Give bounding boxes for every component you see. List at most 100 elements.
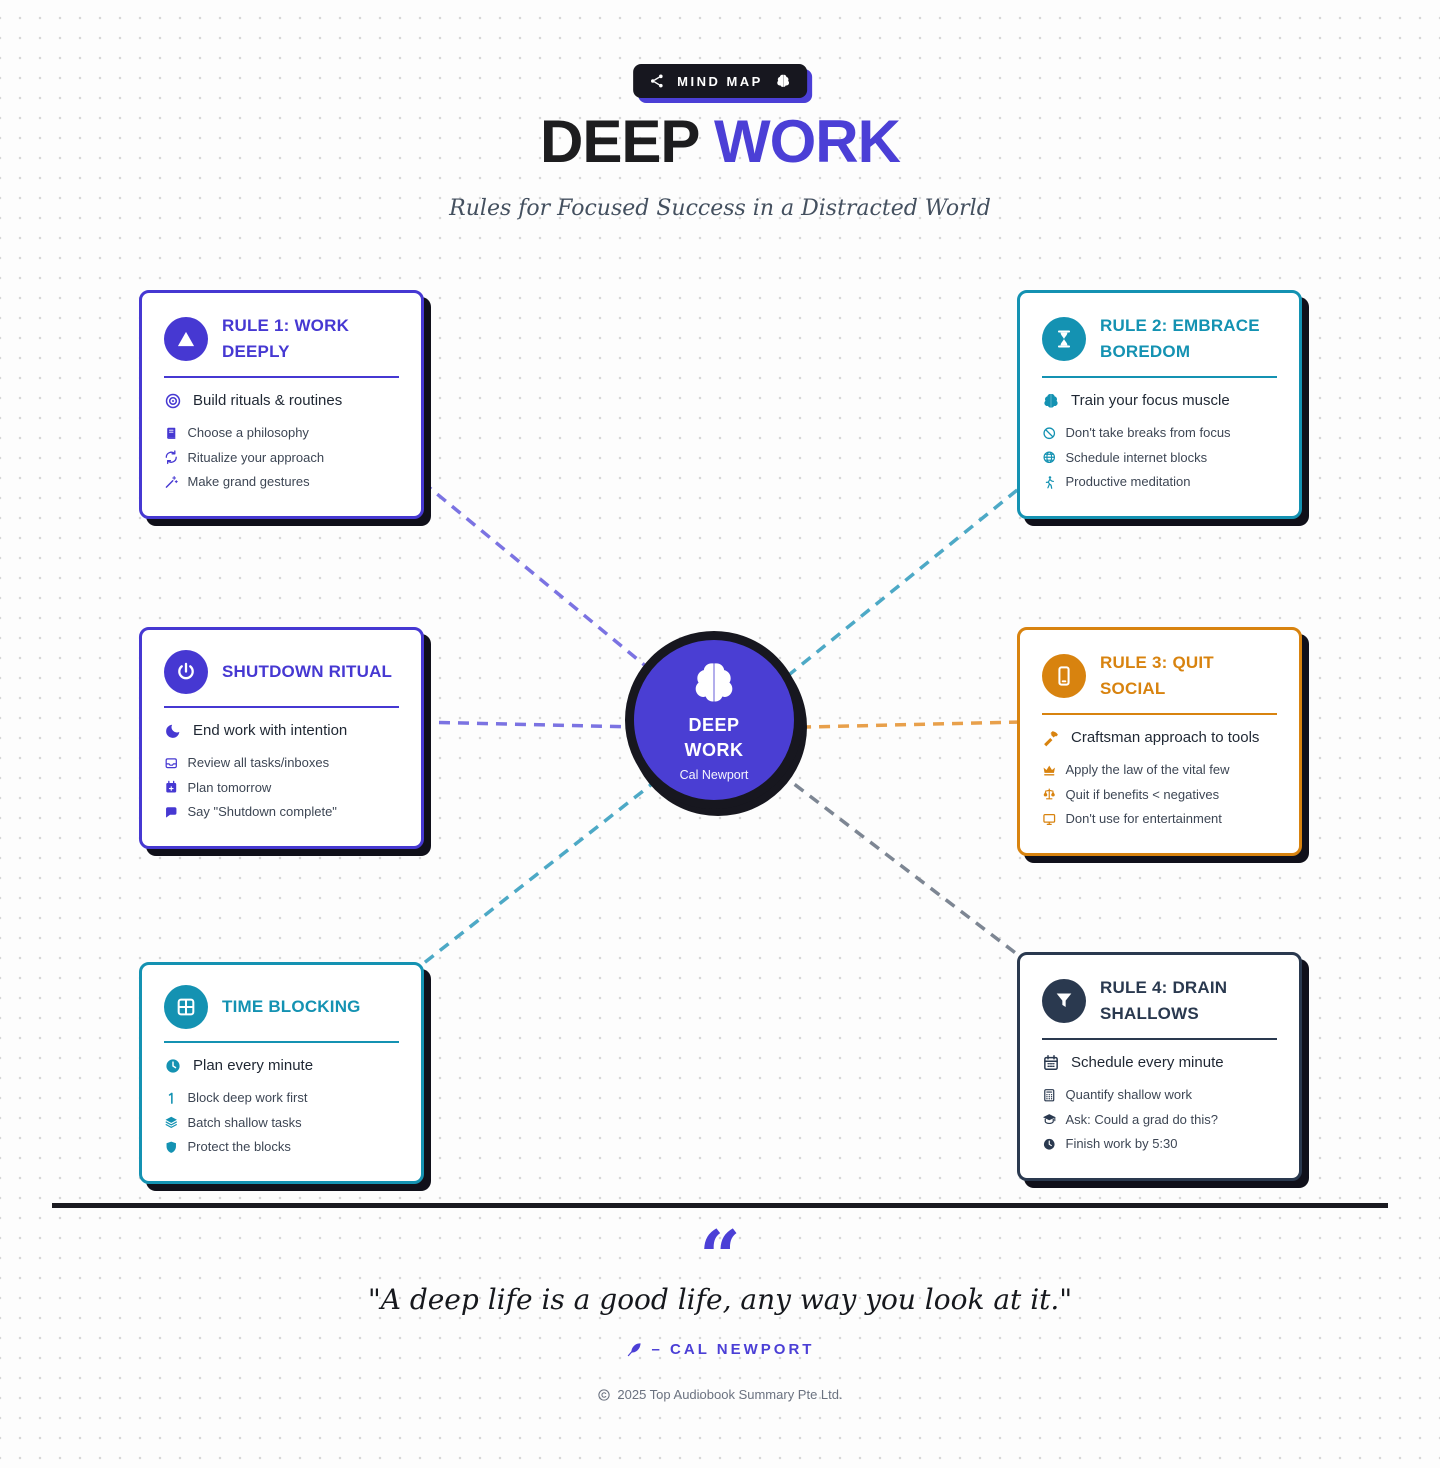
scales-icon bbox=[1042, 787, 1057, 802]
list-item: Review all tasks/inboxes bbox=[164, 754, 399, 772]
list-item: Quit if benefits < negatives bbox=[1042, 786, 1277, 804]
power-icon bbox=[164, 650, 208, 694]
item-text: Block deep work first bbox=[187, 1090, 308, 1106]
title-primary: DEEP bbox=[540, 108, 699, 175]
list-item: Apply the law of the vital few bbox=[1042, 761, 1277, 779]
inbox-icon bbox=[164, 756, 179, 771]
card-divider bbox=[1042, 713, 1277, 715]
card-title: RULE 4: DRAIN SHALLOWS bbox=[1100, 978, 1228, 1023]
item-text: Productive meditation bbox=[1065, 474, 1191, 490]
item-text: Train your focus muscle bbox=[1071, 392, 1230, 409]
list-item: Batch shallow tasks bbox=[164, 1114, 399, 1132]
card-title: RULE 3: QUIT SOCIAL bbox=[1100, 653, 1214, 698]
center-node: DEEP WORK Cal Newport bbox=[625, 631, 803, 809]
title-accent: WORK bbox=[714, 108, 901, 175]
item-text: Don't take breaks from focus bbox=[1065, 425, 1231, 441]
card-header: RULE 3: QUIT SOCIAL bbox=[1042, 650, 1277, 701]
clock-icon bbox=[1042, 1137, 1057, 1152]
card-divider bbox=[1042, 1038, 1277, 1040]
page-title: DEEP WORK bbox=[0, 112, 1440, 172]
list-item: Schedule internet blocks bbox=[1042, 449, 1277, 467]
hammer-icon bbox=[1042, 729, 1060, 747]
card-header: RULE 1: WORK DEEPLY bbox=[164, 313, 399, 364]
copyright-line: 2025 Top Audiobook Summary Pte Ltd. bbox=[0, 1387, 1440, 1402]
ban-icon bbox=[1042, 426, 1057, 441]
list-item: Ask: Could a grad do this? bbox=[1042, 1111, 1277, 1129]
mountain-icon bbox=[164, 316, 208, 361]
item-text: Apply the law of the vital few bbox=[1065, 762, 1230, 778]
item-text: Don't use for entertainment bbox=[1065, 811, 1222, 827]
list-item: Block deep work first bbox=[164, 1089, 399, 1107]
graduation-cap-icon bbox=[1042, 1112, 1057, 1127]
walking-icon bbox=[1042, 475, 1057, 490]
refresh-icon bbox=[164, 450, 179, 465]
item-text: Protect the blocks bbox=[187, 1139, 291, 1155]
list-item: End work with intention bbox=[164, 721, 399, 741]
list-item: Schedule every minute bbox=[1042, 1053, 1277, 1073]
item-text: Finish work by 5:30 bbox=[1065, 1136, 1178, 1152]
list-item: Plan tomorrow bbox=[164, 779, 399, 797]
number-one-icon bbox=[164, 1091, 179, 1106]
item-text: Review all tasks/inboxes bbox=[187, 755, 330, 771]
shield-icon bbox=[164, 1140, 179, 1155]
quote-text: "A deep life is a good life, any way you… bbox=[367, 1283, 1073, 1316]
card-divider bbox=[1042, 376, 1277, 378]
calendar-icon bbox=[1042, 1054, 1060, 1072]
item-text: Make grand gestures bbox=[187, 474, 310, 490]
item-text: Choose a philosophy bbox=[187, 425, 309, 441]
center-node-title: DEEP WORK bbox=[684, 715, 744, 760]
card-header: SHUTDOWN RITUAL bbox=[164, 650, 399, 694]
list-item: Productive meditation bbox=[1042, 473, 1277, 491]
feather-icon bbox=[626, 1341, 643, 1358]
brain-icon bbox=[1042, 392, 1060, 410]
chat-icon bbox=[164, 805, 179, 820]
list-item: Protect the blocks bbox=[164, 1138, 399, 1156]
hourglass-icon bbox=[1042, 316, 1086, 361]
wand-icon bbox=[164, 475, 179, 490]
item-text: Plan every minute bbox=[193, 1057, 314, 1074]
list-item: Choose a philosophy bbox=[164, 424, 399, 442]
card-header: RULE 4: DRAIN SHALLOWS bbox=[1042, 975, 1277, 1026]
item-text: Plan tomorrow bbox=[187, 779, 272, 795]
card-divider bbox=[164, 376, 399, 378]
item-text: Ask: Could a grad do this? bbox=[1065, 1111, 1218, 1127]
brain-icon bbox=[775, 73, 791, 89]
card-divider bbox=[164, 706, 399, 708]
grid-icon bbox=[164, 985, 208, 1029]
attribution-text: – CAL NEWPORT bbox=[651, 1341, 815, 1358]
list-item: Make grand gestures bbox=[164, 473, 399, 491]
quote-attribution: – CAL NEWPORT bbox=[0, 1341, 1440, 1358]
item-text: Batch shallow tasks bbox=[187, 1114, 302, 1130]
list-item: Finish work by 5:30 bbox=[1042, 1135, 1277, 1153]
list-item: Ritualize your approach bbox=[164, 449, 399, 467]
copyright-icon bbox=[597, 1388, 611, 1402]
list-item: Don't use for entertainment bbox=[1042, 810, 1277, 828]
globe-icon bbox=[1042, 450, 1057, 465]
copyright-text: 2025 Top Audiobook Summary Pte Ltd. bbox=[617, 1387, 843, 1402]
card-divider bbox=[164, 1041, 399, 1043]
smartphone-icon bbox=[1042, 653, 1086, 698]
brain-icon bbox=[689, 658, 739, 713]
badge-label: MIND MAP bbox=[677, 73, 763, 89]
book-icon bbox=[164, 426, 179, 441]
item-text: Craftsman approach to tools bbox=[1071, 729, 1260, 746]
target-icon bbox=[164, 392, 182, 410]
card-title: SHUTDOWN RITUAL bbox=[222, 662, 393, 682]
list-item: Build rituals & routines bbox=[164, 391, 399, 411]
list-item: Train your focus muscle bbox=[1042, 391, 1277, 411]
card-rule-1-work-deeply: RULE 1: WORK DEEPLY Build rituals & routi… bbox=[139, 290, 424, 519]
moon-icon bbox=[164, 722, 182, 740]
crown-icon bbox=[1042, 763, 1057, 778]
footer-divider bbox=[52, 1203, 1388, 1208]
card-title: TIME BLOCKING bbox=[222, 997, 361, 1017]
layers-icon bbox=[164, 1115, 179, 1130]
card-rule-4-drain-shallows: RULE 4: DRAIN SHALLOWS Schedule every min… bbox=[1017, 952, 1302, 1181]
card-title: RULE 1: WORK DEEPLY bbox=[222, 316, 350, 361]
card-rule-3-quit-social: RULE 3: QUIT SOCIAL Craftsman approach to… bbox=[1017, 627, 1302, 856]
clock-icon bbox=[164, 1057, 182, 1075]
item-text: Say "Shutdown complete" bbox=[187, 804, 337, 820]
